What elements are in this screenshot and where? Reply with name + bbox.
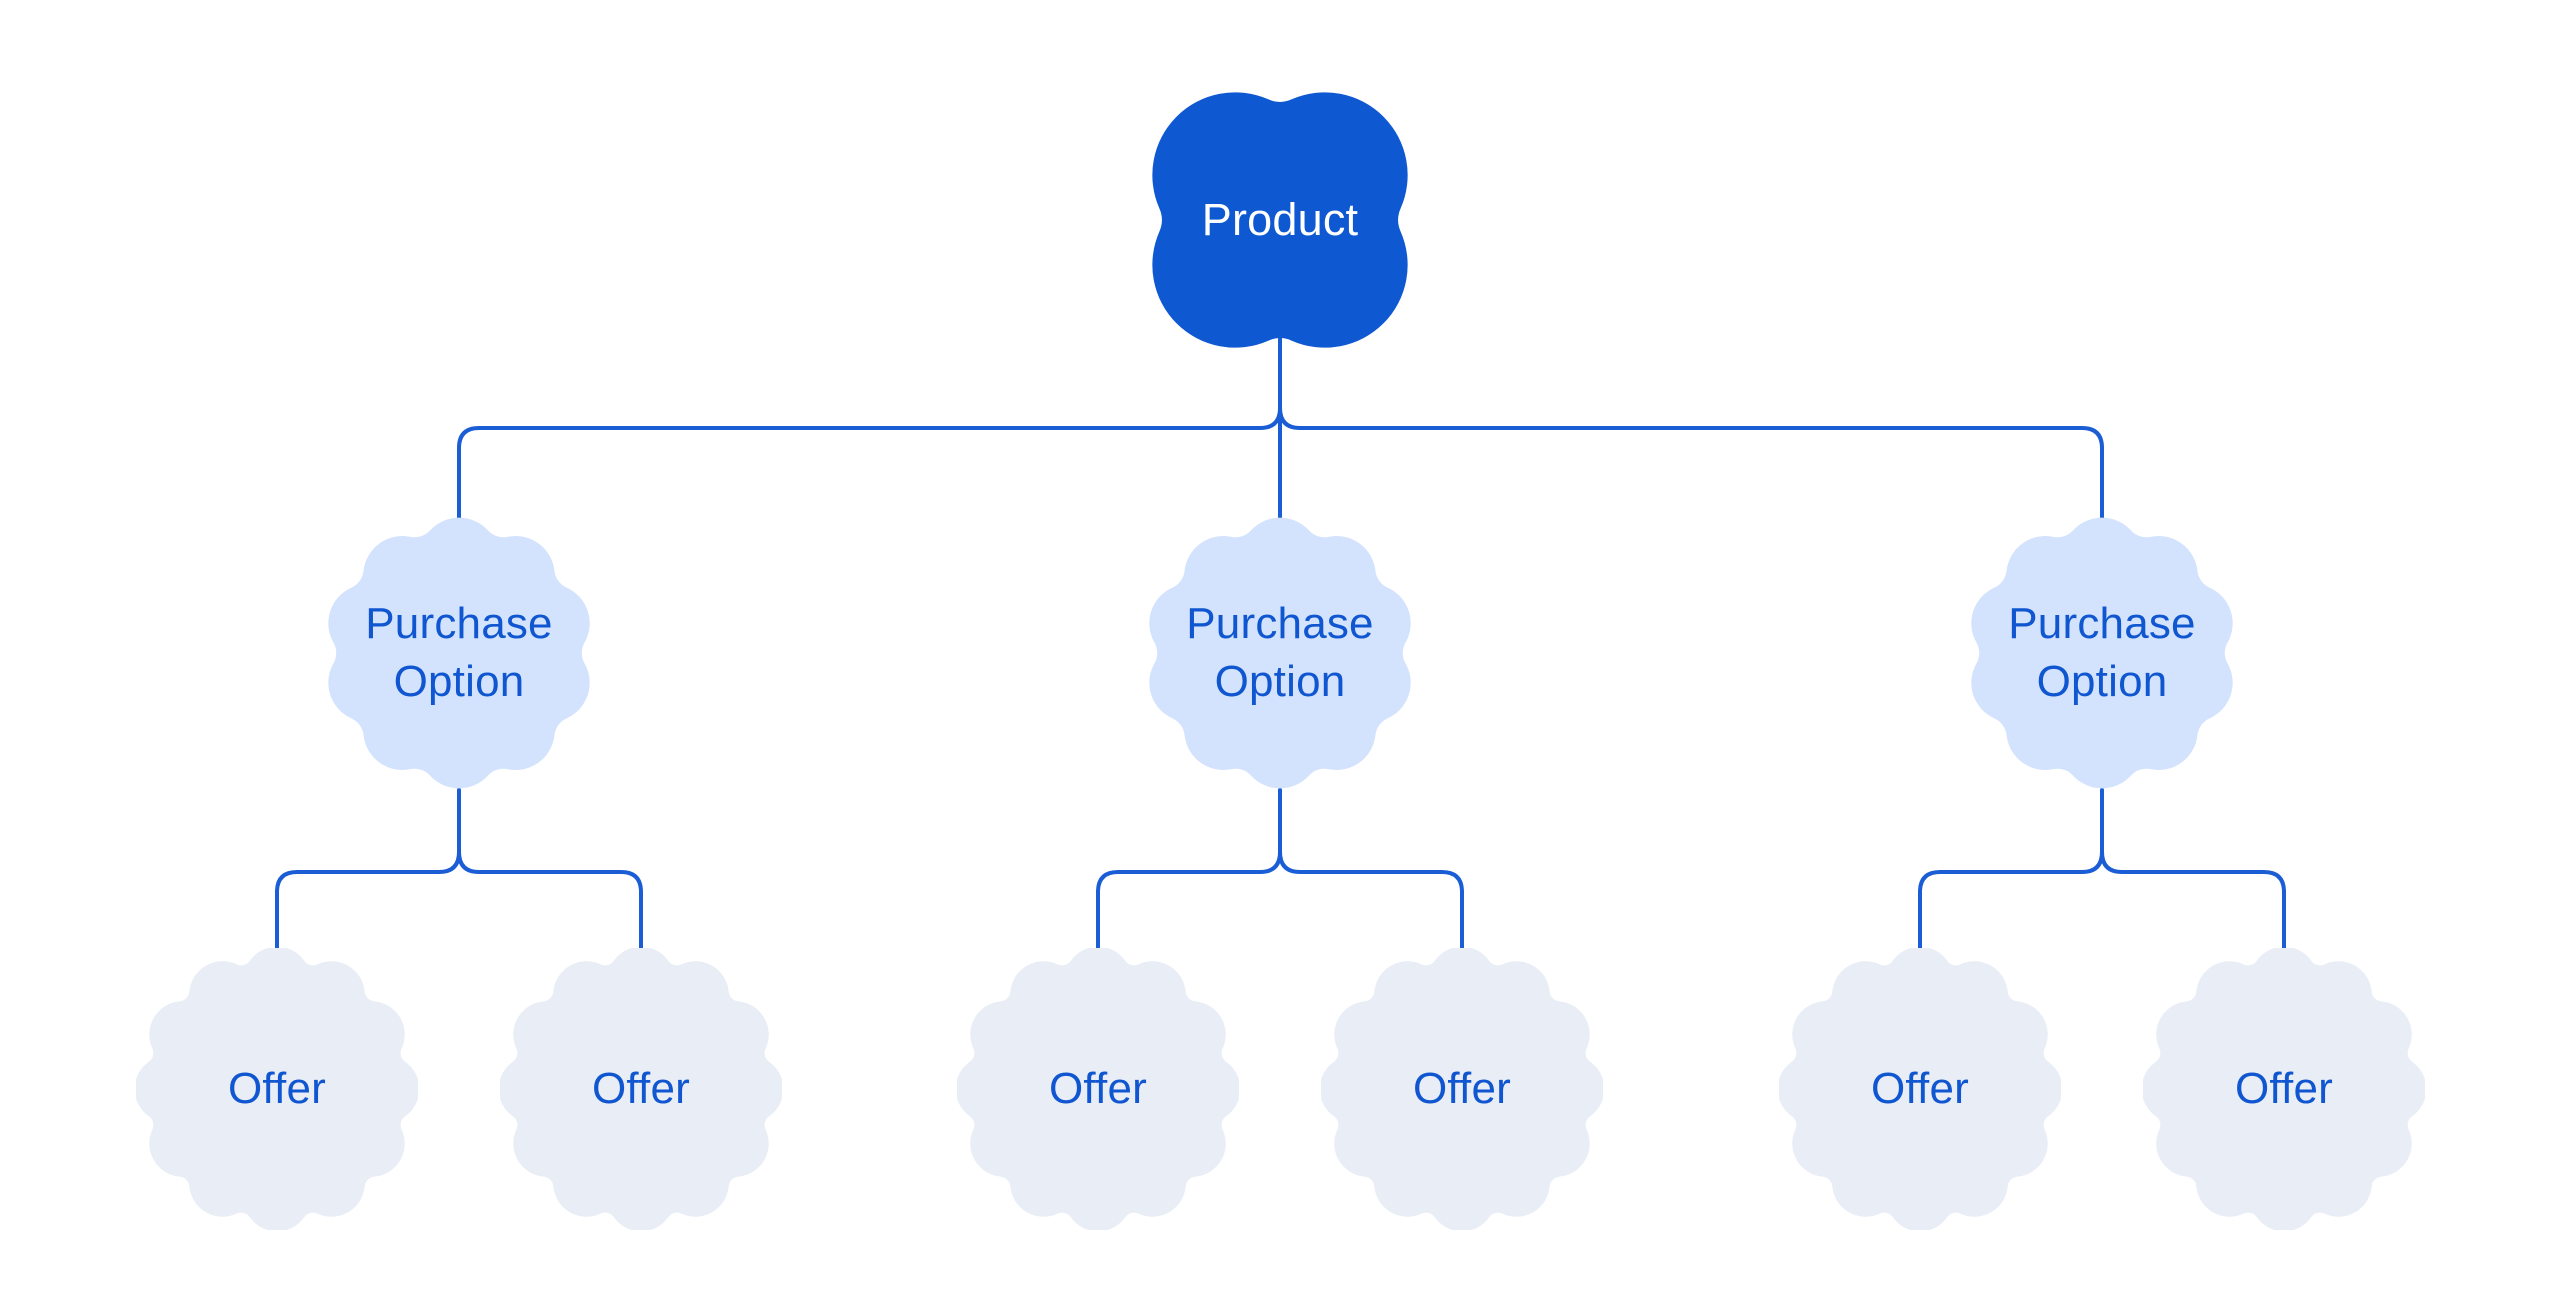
connector-lines [275, 336, 2286, 954]
diagram-canvas: Product Purchase Option Purchase Option … [136, 92, 2425, 1230]
